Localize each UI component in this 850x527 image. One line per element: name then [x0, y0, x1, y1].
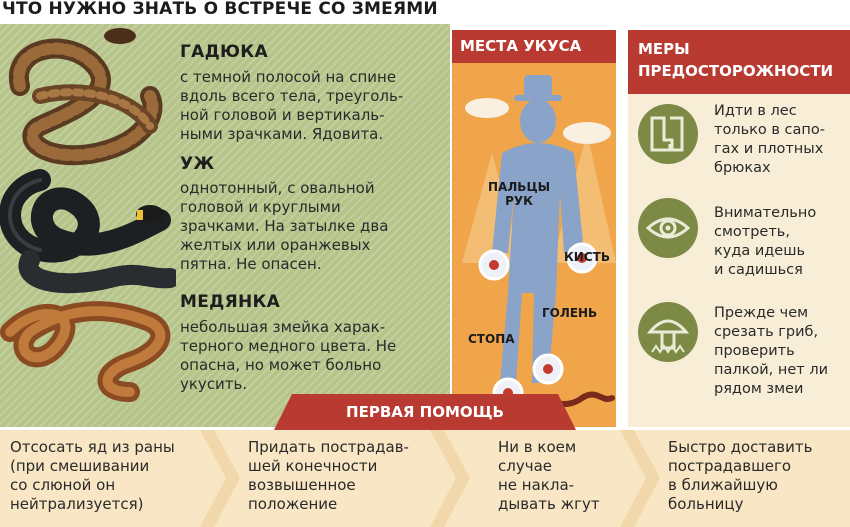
snake-name-smooth-snake: МЕДЯНКА	[180, 292, 281, 312]
target-hand	[566, 242, 598, 274]
first-aid-header: ПЕРВАЯ ПОМОЩЬ	[346, 403, 504, 421]
bite-label-hand: КИСТЬ	[564, 250, 610, 264]
chevron-right-icon	[200, 430, 240, 527]
precaution-text: Внимательно смотреть, куда идешь и садиш…	[714, 205, 817, 278]
target-shin	[532, 353, 564, 385]
precautions-header: МЕРЫ ПРЕДОСТОРОЖНОСТИ	[628, 30, 850, 94]
bite-places-panel: МЕСТА УКУСА ПАЛЬЦЫ РУК К	[452, 30, 616, 427]
first-aid-banner	[274, 394, 576, 430]
snake-types-panel: ГАДЮКА с темной полосой на спине вдоль в…	[0, 24, 450, 427]
bite-label-shin: ГОЛЕНЬ	[542, 306, 598, 320]
page-title: ЧТО НУЖНО ЗНАТЬ О ВСТРЕЧЕ СО ЗМЕЯМИ	[0, 0, 850, 22]
bite-label-foot: СТОПА	[468, 332, 515, 346]
bite-label-fingers: ПАЛЬЦЫ РУК	[488, 180, 551, 208]
boots-icon	[638, 104, 698, 164]
precaution-text: Идти в лес только в сапо- гах и плотных …	[714, 103, 825, 176]
snake-name-viper: ГАДЮКА	[180, 42, 268, 62]
snake-desc-viper: с темной полосой на спине вдоль всего те…	[180, 68, 404, 143]
first-aid-row: Отсосать яд из раны (при смешивании со с…	[0, 430, 850, 527]
eye-icon	[638, 198, 698, 258]
snake-desc-smooth-snake: небольшая змейка харак- терного медного …	[180, 318, 397, 393]
chevron-right-icon	[430, 430, 470, 527]
mushroom-icon	[638, 302, 698, 362]
first-aid-step-3: Ни в коем случае не накла- дывать жгут	[498, 438, 600, 513]
target-fingers	[478, 249, 510, 281]
bite-body-illustration	[462, 75, 616, 414]
snake-name-grass-snake: УЖ	[180, 154, 215, 174]
first-aid-step-2: Придать пострадав- шей конечности возвыш…	[248, 438, 409, 513]
grass-snake-image	[0, 169, 176, 294]
precautions-panel: МЕРЫ ПРЕДОСТОРОЖНОСТИ Идти в лес только …	[628, 30, 850, 427]
smooth-snake-image	[0, 301, 171, 402]
bite-places-header: МЕСТА УКУСА	[452, 30, 616, 63]
precaution-text: Прежде чем срезать гриб, проверить палко…	[714, 305, 829, 397]
first-aid-step-1: Отсосать яд из раны (при смешивании со с…	[10, 438, 175, 513]
snake-desc-grass-snake: однотонный, с овальной головой и круглым…	[180, 179, 389, 273]
chevron-right-icon	[620, 430, 660, 527]
viper-image	[8, 28, 163, 166]
first-aid-step-4: Быстро доставить пострадавшего в ближайш…	[668, 438, 813, 513]
